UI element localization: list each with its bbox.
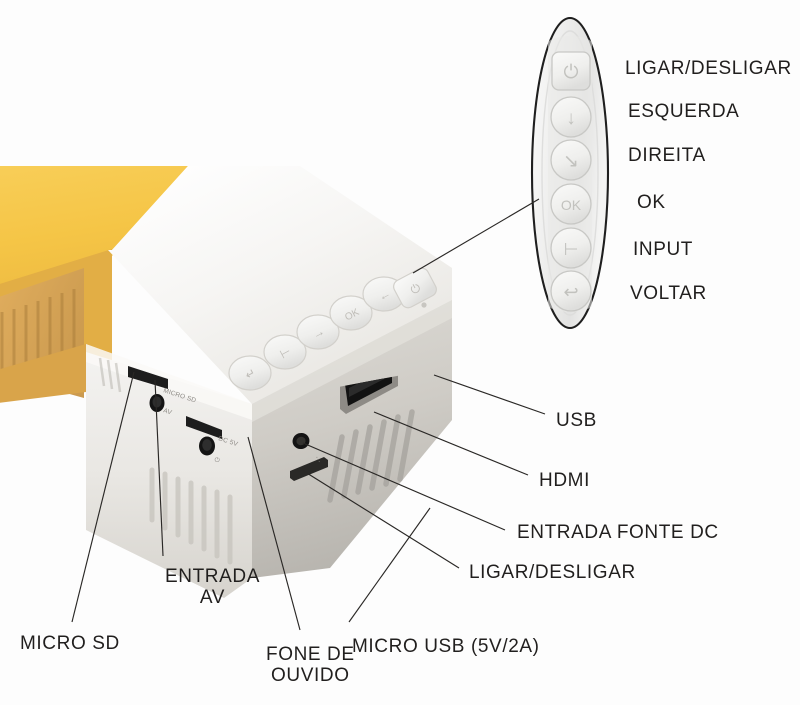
leader-ligar-desligar-2 xyxy=(301,469,460,569)
callout-ligar-desligar: LIGAR/DESLIGAR xyxy=(625,58,792,79)
top-button-power[interactable]: ⏻ xyxy=(391,266,439,310)
leader-micro-usb xyxy=(348,507,431,623)
svg-text:⋮: ⋮ xyxy=(314,455,323,464)
callout-entrada-fonte-dc: ENTRADA FONTE DC xyxy=(517,522,719,543)
svg-text:AV: AV xyxy=(162,407,173,416)
svg-text:←: ← xyxy=(376,286,393,304)
leader-usb xyxy=(433,374,546,415)
svg-text:⏻: ⏻ xyxy=(213,456,220,464)
svg-text:↓: ↓ xyxy=(566,108,576,129)
top-button-back[interactable]: ↵ xyxy=(228,355,272,391)
micro-sd-slot xyxy=(128,366,168,389)
remote-button-back[interactable]: ↩ xyxy=(550,270,592,312)
projector-side-face xyxy=(86,344,252,598)
leader-entrada-av xyxy=(154,379,164,557)
callout-ligar-desligar-2: LIGAR/DESLIGAR xyxy=(469,562,636,583)
remote-button-right[interactable]: ↘ xyxy=(550,139,592,181)
svg-text:→: → xyxy=(310,324,327,342)
remote-control[interactable]: ⏻ ↓ ↘ OK ⊢ xyxy=(530,16,610,330)
leader-hdmi xyxy=(373,411,529,476)
callout-input: INPUT xyxy=(633,239,693,260)
callout-usb: USB xyxy=(556,410,597,431)
ir-indicator-dot xyxy=(421,302,427,308)
callout-esquerda: ESQUERDA xyxy=(628,101,740,122)
projector-top-face xyxy=(108,166,452,404)
callout-fone-de-ouvido: FONE DE OUVIDO xyxy=(266,644,355,686)
callout-direita: DIREITA xyxy=(628,145,706,166)
leader-entrada-fonte-dc xyxy=(302,442,506,531)
leader-remote xyxy=(412,198,540,274)
callout-micro-sd: MICRO SD xyxy=(20,633,120,654)
callout-ok: OK xyxy=(637,192,666,213)
leader-fone-de-ouvido xyxy=(247,436,301,631)
callout-entrada-av: ENTRADA AV xyxy=(165,566,260,608)
leader-micro-sd xyxy=(71,371,135,623)
micro-usb-port xyxy=(290,457,328,481)
callout-micro-usb: MICRO USB (5V/2A) xyxy=(352,636,540,657)
remote-button-input[interactable]: ⊢ xyxy=(550,227,592,269)
projector-top-buttons[interactable]: ↵ ⊢ → OK ← ⏻ xyxy=(228,266,439,391)
svg-text:OK: OK xyxy=(561,197,582,213)
svg-text:↘: ↘ xyxy=(563,151,579,172)
callout-voltar: VOLTAR xyxy=(630,283,707,304)
top-button-ok[interactable]: OK xyxy=(329,295,373,331)
svg-text:⏻: ⏻ xyxy=(563,62,578,83)
svg-text:⊢: ⊢ xyxy=(564,240,579,259)
callout-hdmi: HDMI xyxy=(539,470,590,491)
dc-slot xyxy=(186,416,222,439)
remote-button-ok[interactable]: OK xyxy=(550,183,592,225)
svg-text:↩: ↩ xyxy=(563,282,578,302)
remote-button-left[interactable]: ↓ xyxy=(550,96,592,138)
top-button-right[interactable]: → xyxy=(296,314,340,350)
remote-button-power[interactable]: ⏻ xyxy=(551,51,591,91)
top-button-input[interactable]: ⊢ xyxy=(263,334,307,370)
